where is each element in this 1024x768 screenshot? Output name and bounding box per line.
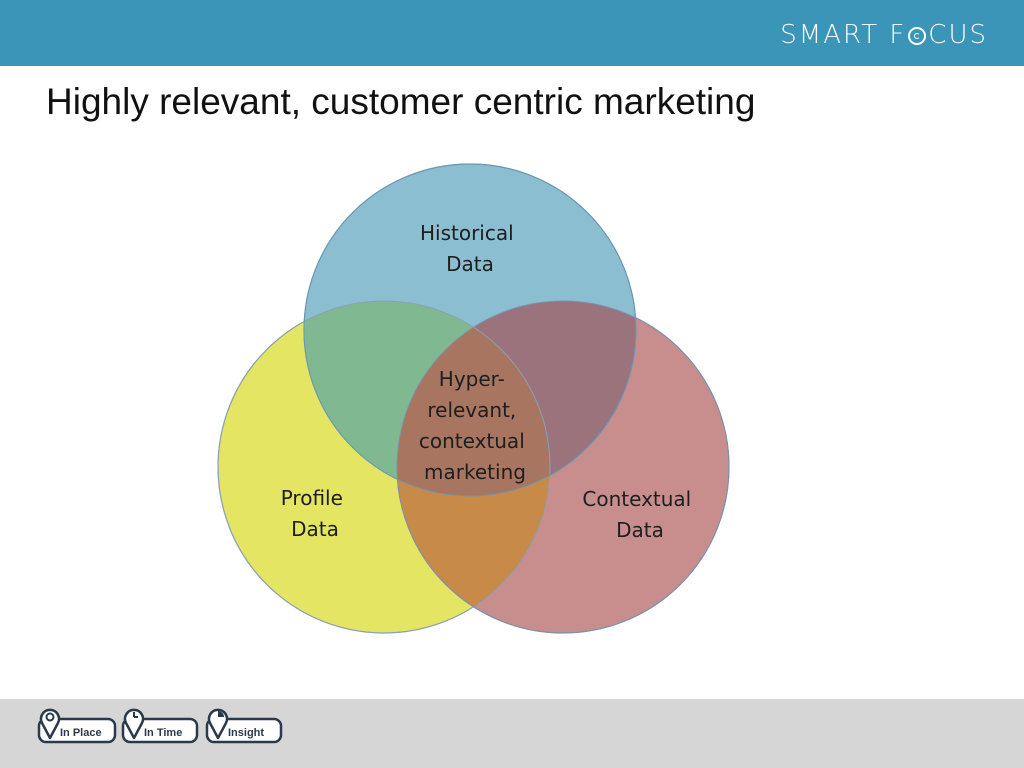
brand-logo-left: SMART F: [780, 20, 907, 50]
in-time-label: In Time: [144, 727, 182, 739]
insight-label: Insight: [228, 727, 264, 739]
venn-diagram: Historical Data Profile Data Contextual …: [217, 163, 730, 634]
in-place-badge: In Place: [37, 708, 117, 744]
center-label: Hyper- relevant, contextual marketing: [419, 367, 531, 484]
historical-label-line-1: Historical: [420, 221, 514, 245]
profile-data-label: Profile Data: [281, 486, 350, 541]
header-bar: SMART F CUS: [0, 0, 1024, 66]
location-pin-icon: [39, 708, 61, 740]
brand-o-icon: [908, 27, 927, 45]
contextual-label-line-2: Data: [616, 518, 664, 542]
slide-title: Highly relevant, customer centric market…: [46, 81, 756, 122]
brand-logo-right: CUS: [928, 20, 988, 50]
historical-label-line-2: Data: [446, 252, 494, 276]
profile-label-line-2: Data: [291, 517, 339, 541]
triple-overlap: [397, 301, 550, 496]
center-label-line-4: marketing: [424, 460, 526, 484]
profile-label-line-1: Profile: [281, 486, 343, 510]
contextual-label-line-1: Contextual: [582, 487, 691, 511]
clock-pin-icon: [123, 708, 145, 740]
historical-data-label: Historical Data: [420, 221, 520, 276]
center-label-line-3: contextual: [419, 429, 525, 453]
in-time-badge: In Time: [121, 708, 199, 744]
insight-badge: Insight: [205, 708, 283, 744]
center-label-line-1: Hyper-: [439, 367, 505, 391]
in-place-label: In Place: [60, 727, 102, 739]
pie-pin-icon: [207, 708, 229, 740]
center-label-line-2: relevant,: [427, 398, 516, 422]
brand-logo: SMART F CUS: [780, 19, 988, 51]
contextual-data-label: Contextual Data: [582, 487, 697, 542]
